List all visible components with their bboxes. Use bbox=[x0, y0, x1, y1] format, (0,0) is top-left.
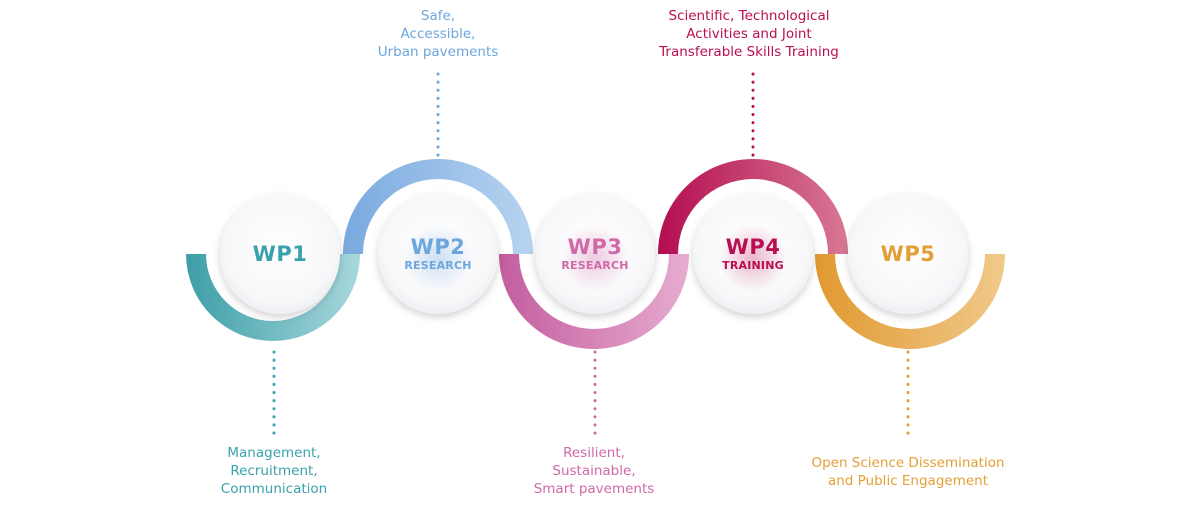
description-line: Activities and Joint bbox=[686, 26, 812, 42]
description-line: Safe, bbox=[420, 8, 456, 24]
description-line: Smart pavements bbox=[533, 481, 655, 497]
wp2-subtitle: RESEARCH bbox=[404, 259, 472, 272]
wp2-glow bbox=[404, 224, 472, 292]
wp3-glow bbox=[561, 224, 629, 292]
wp5-circle bbox=[848, 194, 968, 314]
wp2-arc bbox=[343, 159, 533, 254]
wp5-id: WP5 bbox=[880, 242, 936, 266]
wp2-id: WP2 bbox=[410, 235, 466, 259]
description-line: Resilient, bbox=[563, 445, 625, 461]
wp3-id: WP3 bbox=[567, 235, 623, 259]
wp4-glow bbox=[719, 224, 787, 292]
description-line: Urban pavements bbox=[377, 44, 499, 60]
wp3-label: WP3 RESEARCH bbox=[535, 235, 655, 272]
wp1-label: WP1 bbox=[220, 242, 340, 266]
wp1-description: Management, Recruitment, Communication bbox=[221, 444, 327, 498]
wp2-label: WP2 RESEARCH bbox=[378, 235, 498, 272]
wp5-description: Open Science Dissemination and Public En… bbox=[811, 454, 1004, 490]
wp3-description: Resilient, Sustainable, Smart pavements bbox=[534, 444, 655, 498]
wp5-arc bbox=[815, 254, 1005, 349]
wp5-label: WP5 bbox=[848, 242, 968, 266]
description-line: and Public Engagement bbox=[827, 473, 989, 489]
description-line: Scientific, Technological bbox=[668, 8, 830, 24]
description-line: Communication bbox=[220, 481, 328, 497]
wp2-description: Safe, Accessible, Urban pavements bbox=[378, 7, 499, 61]
wp4-subtitle: TRAINING bbox=[722, 259, 784, 272]
description-line: Accessible, bbox=[400, 26, 476, 42]
description-line: Sustainable, bbox=[552, 463, 636, 479]
wp4-arc bbox=[658, 159, 848, 254]
wp1-circle bbox=[220, 194, 340, 314]
description-line: Transferable Skills Training bbox=[659, 44, 839, 60]
description-line: Open Science Dissemination bbox=[811, 455, 1005, 471]
wp4-label: WP4 TRAINING bbox=[693, 235, 813, 272]
description-line: Recruitment, bbox=[230, 463, 318, 479]
wp3-arc bbox=[499, 254, 689, 349]
wp4-description: Scientific, Technological Activities and… bbox=[659, 7, 839, 61]
description-line: Management, bbox=[227, 445, 321, 461]
wp3-subtitle: RESEARCH bbox=[561, 259, 629, 272]
wp1-id: WP1 bbox=[252, 242, 308, 266]
wp4-id: WP4 bbox=[725, 235, 781, 259]
wp1-arc bbox=[186, 254, 360, 341]
